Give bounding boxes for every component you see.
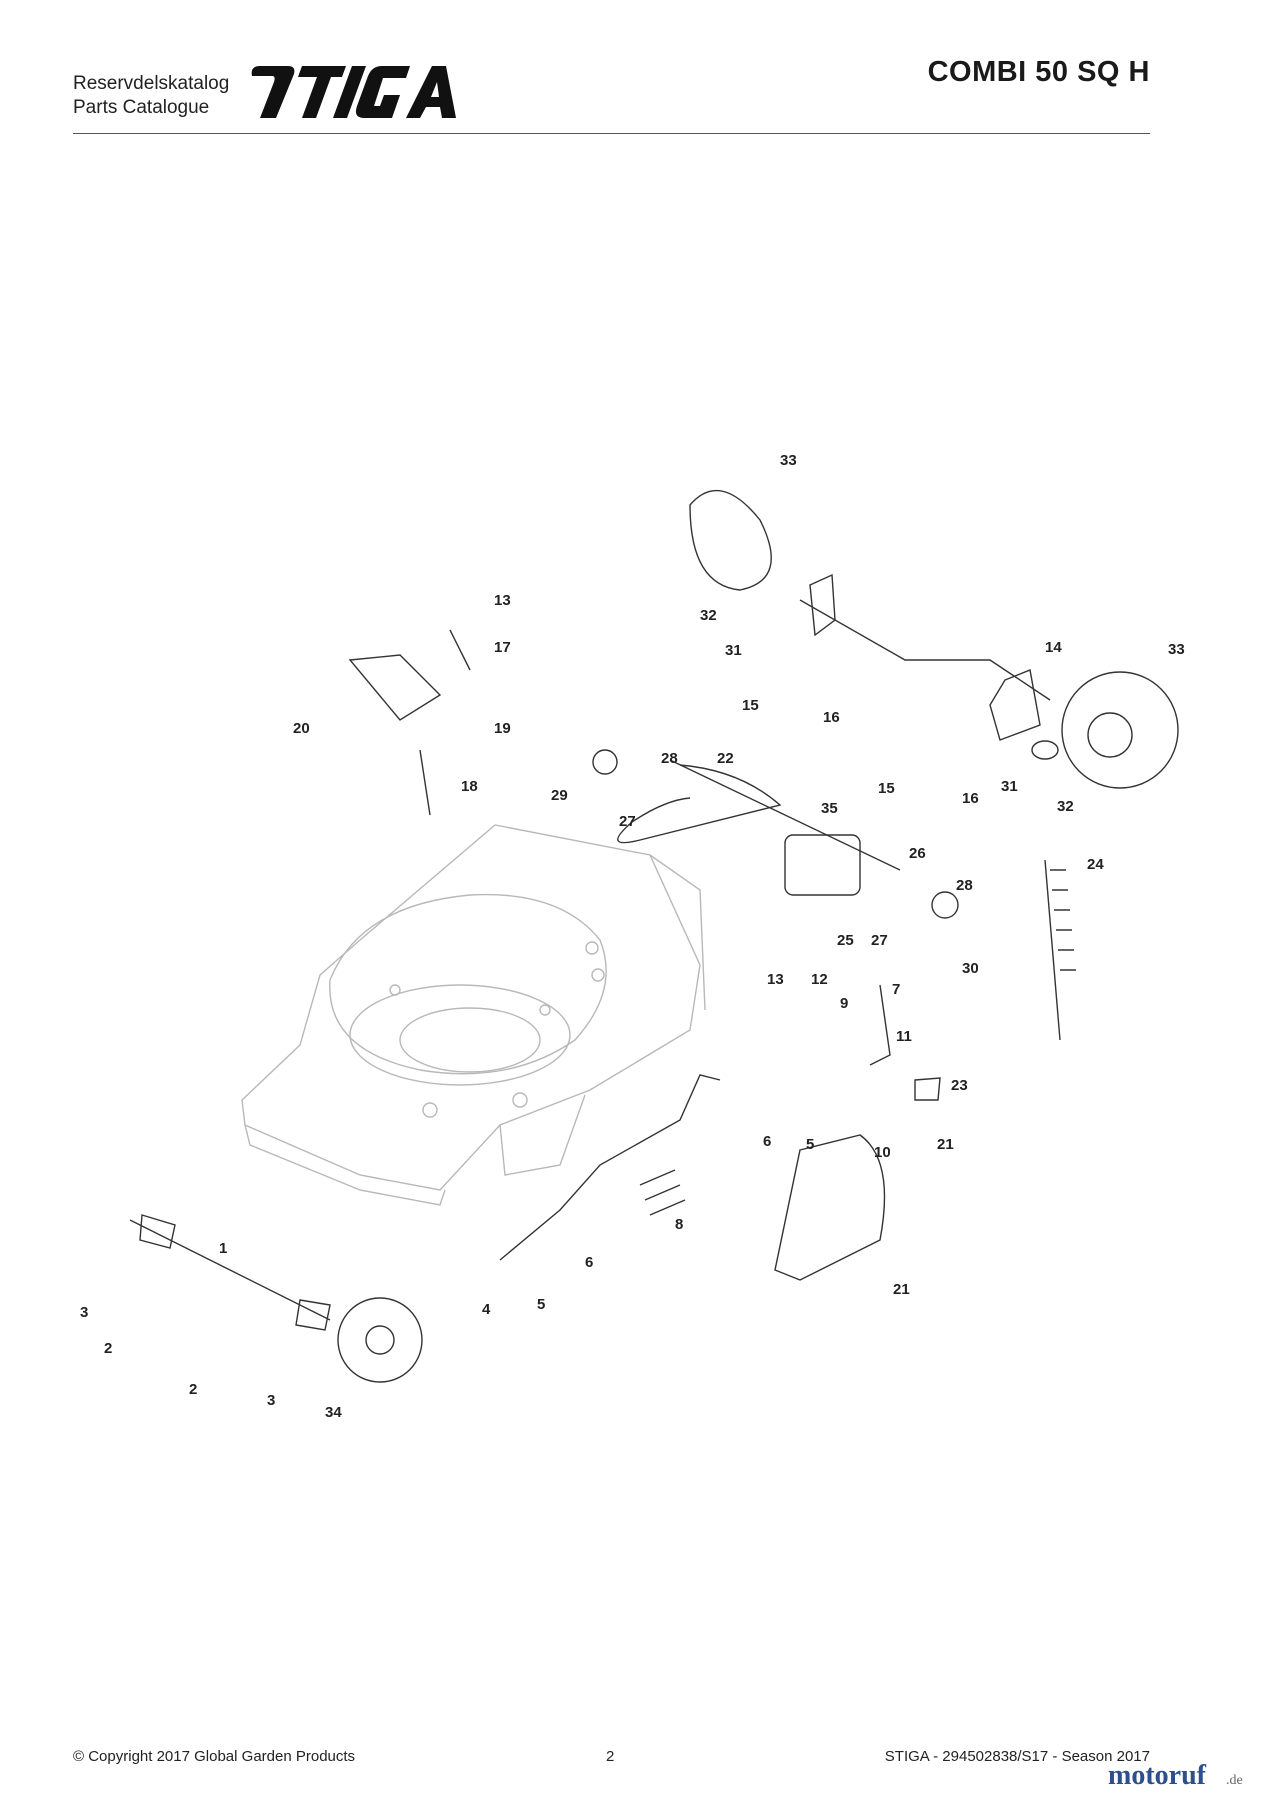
bracket-7 [869,984,891,1066]
header-rule [73,133,1150,134]
wheel-gear-right [931,891,959,919]
callout-4: 4 [482,1301,491,1318]
bracket-23 [914,1077,941,1101]
callout-34: 34 [325,1404,342,1421]
mower-deck [241,824,706,1206]
rear-flap [774,1134,886,1281]
callout-26: 26 [909,845,926,862]
callout-numbers: 33 13 17 32 31 14 33 20 19 15 16 22 28 2… [80,452,1185,1421]
footer-document-ref: STIGA - 294502838/S17 - Season 2017 [884,1748,1150,1765]
rear-wheel-right-hub [1087,712,1133,758]
callout-28b: 28 [956,877,973,894]
callout-18: 18 [461,778,478,795]
catalogue-title-english: Parts Catalogue [73,97,210,118]
footer-copyright: © Copyright 2017 Global Garden Products [73,1748,356,1765]
spring-small [449,629,471,671]
callout-9: 9 [840,995,848,1012]
pivot-pin [419,749,431,816]
callout-8: 8 [675,1216,683,1233]
callout-12: 12 [811,971,828,988]
rear-wheel-left [689,489,772,591]
catalogue-title-swedish: Reservdelskatalog [73,73,230,94]
handle-adjuster [348,654,442,721]
front-wheel [337,1297,423,1383]
return-spring [1044,859,1076,1041]
callout-13a: 13 [494,592,511,609]
parts [129,489,1179,1383]
callout-33b: 33 [1168,641,1185,658]
callout-25: 25 [837,932,854,949]
callout-16b: 16 [962,790,979,807]
callout-3a: 3 [80,1304,88,1321]
front-axle-end-right [295,1299,331,1331]
callout-31a: 31 [725,642,742,659]
callout-27b: 27 [871,932,888,949]
callout-33a: 33 [780,452,797,469]
model-title: COMBI 50 SQ H [927,56,1150,88]
callout-17: 17 [494,639,511,656]
right-height-bracket [989,669,1041,741]
callout-15b: 15 [878,780,895,797]
callout-28a: 28 [661,750,678,767]
callout-15a: 15 [742,697,759,714]
stiga-logo [251,66,456,118]
motoruf-watermark: motoruf .de [1108,1760,1243,1790]
callout-27a: 27 [619,813,636,830]
callout-6a: 6 [763,1133,771,1150]
callout-6b: 6 [585,1254,593,1271]
callout-29: 29 [551,787,568,804]
callout-14: 14 [1045,639,1062,656]
gearbox [784,834,861,896]
callout-5b: 5 [537,1296,545,1313]
callout-32a: 32 [700,607,717,624]
callout-2a: 2 [104,1340,112,1357]
rear-axle-bracket [809,573,836,637]
callout-24: 24 [1087,856,1104,873]
callout-10: 10 [874,1144,891,1161]
wheel-gear-left [592,749,618,775]
front-axle-end-left [139,1214,176,1249]
callout-16a: 16 [823,709,840,726]
callout-1: 1 [219,1240,227,1257]
front-axle [129,1219,331,1321]
footer-page-number: 2 [606,1748,615,1765]
watermark-suffix: .de [1226,1773,1243,1788]
height-lever-spring [639,1169,686,1216]
catalogue-heading: Reservdelskatalog Parts Catalogue [73,72,229,120]
watermark-main: motoruf [1108,1760,1207,1790]
callout-22: 22 [717,750,734,767]
callout-2b: 2 [189,1381,197,1398]
spacer-right [1031,740,1059,760]
callout-21b: 21 [893,1281,910,1298]
callout-20: 20 [293,720,310,737]
callout-7: 7 [892,981,900,998]
callout-35: 35 [821,800,838,817]
callout-23: 23 [951,1077,968,1094]
callout-30: 30 [962,960,979,977]
front-wheel-hub [365,1325,395,1355]
callout-32b: 32 [1057,798,1074,815]
callout-13b: 13 [767,971,784,988]
callout-21a: 21 [937,1136,954,1153]
drive-shaft [669,759,901,871]
callout-3b: 3 [267,1392,275,1409]
callout-11: 11 [896,1028,912,1045]
height-lever [499,1074,721,1261]
callout-5a: 5 [806,1136,814,1153]
rear-axle [799,599,1051,701]
drive-cable-loop [617,764,782,844]
callout-31b: 31 [1001,778,1018,795]
callout-19: 19 [494,720,511,737]
rear-wheel-right [1061,671,1179,789]
